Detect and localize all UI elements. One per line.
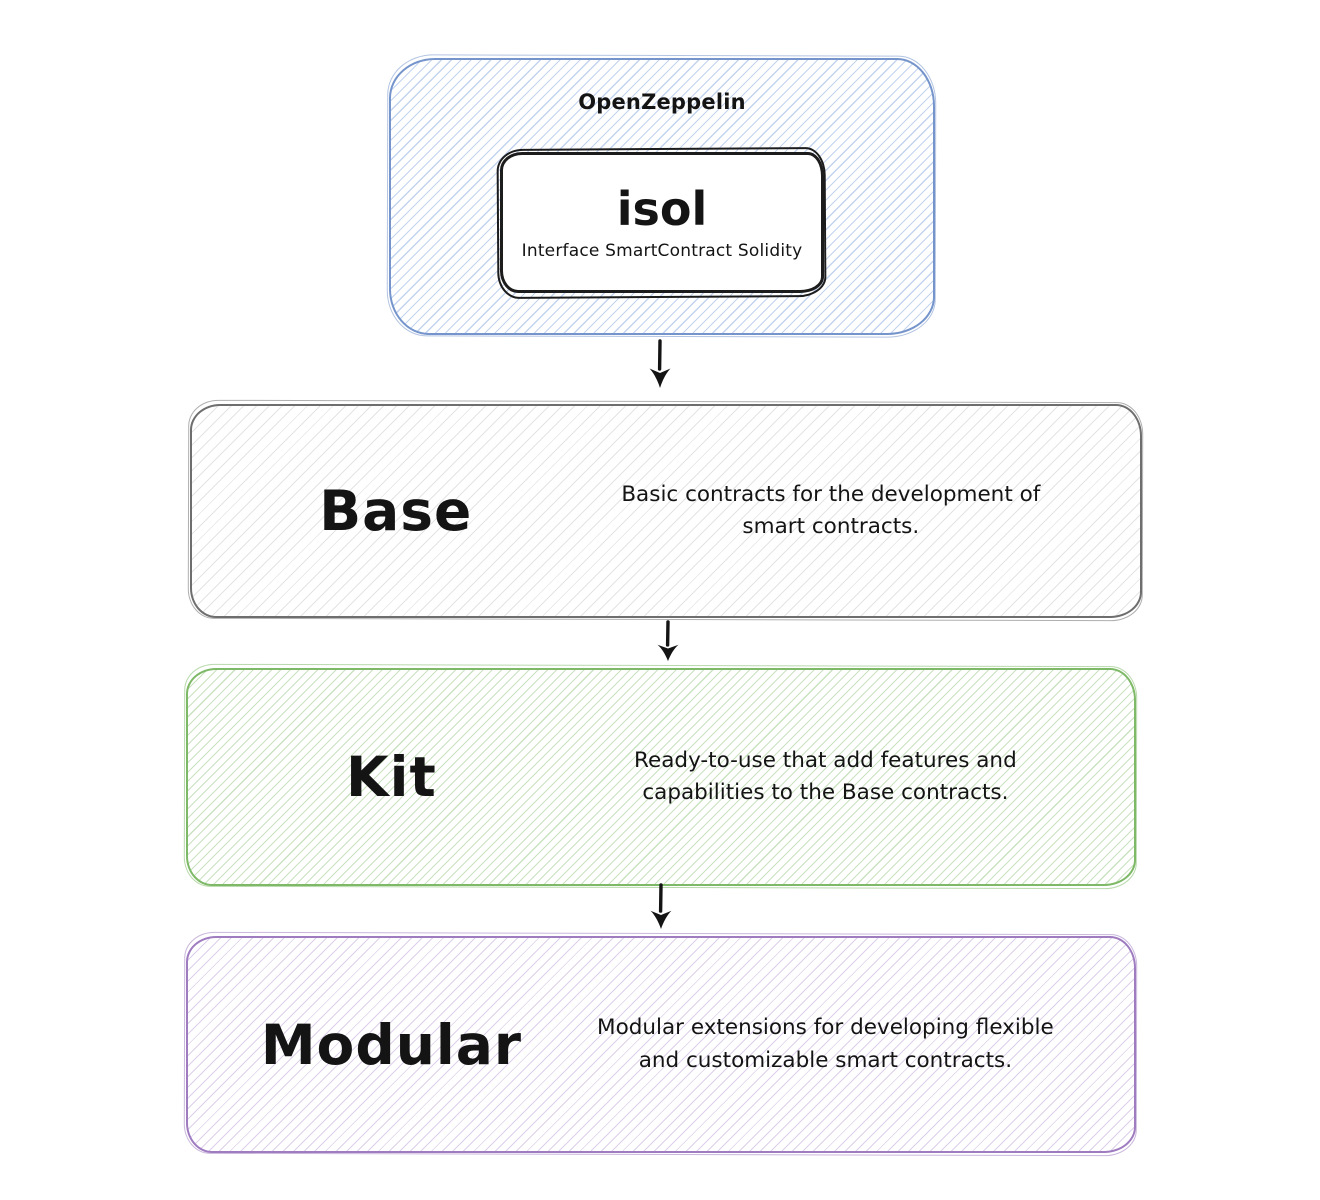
kit-layer-box: Kit Ready-to-use that add features and c… bbox=[186, 668, 1136, 886]
arrow-down-icon bbox=[653, 620, 683, 662]
kit-description-line: Ready-to-use that add features and bbox=[634, 747, 1017, 773]
arrow-down-icon bbox=[645, 339, 675, 389]
modular-description-line: and customizable smart contracts. bbox=[638, 1047, 1013, 1073]
isol-title: isol bbox=[616, 181, 708, 236]
isol-card: isol Interface SmartContract Solidity bbox=[500, 152, 824, 293]
modular-layer-description: Modular extensions for developing flexib… bbox=[595, 1012, 1134, 1077]
base-description-line: smart contracts. bbox=[742, 514, 920, 539]
kit-description-line: capabilities to the Base contracts. bbox=[642, 780, 1009, 805]
kit-layer-description: Ready-to-use that add features and capab… bbox=[595, 745, 1134, 810]
modular-layer-label: Modular bbox=[260, 1012, 522, 1077]
base-description-line: Basic contracts for the development of bbox=[621, 481, 1041, 507]
openzeppelin-label: OpenZeppelin bbox=[578, 90, 746, 114]
modular-layer-box: Modular Modular extensions for developin… bbox=[186, 936, 1136, 1153]
modular-description-line: Modular extensions for developing flexib… bbox=[597, 1015, 1054, 1041]
base-layer-label: Base bbox=[319, 479, 473, 543]
arrow-down-icon bbox=[646, 883, 676, 930]
isol-subtitle: Interface SmartContract Solidity bbox=[521, 241, 803, 262]
base-layer-description: Basic contracts for the development of s… bbox=[600, 479, 1140, 544]
openzeppelin-group-box: OpenZeppelin isol Interface SmartContrac… bbox=[389, 58, 935, 335]
kit-layer-label: Kit bbox=[346, 745, 437, 809]
base-layer-box: Base Basic contracts for the development… bbox=[190, 404, 1142, 618]
